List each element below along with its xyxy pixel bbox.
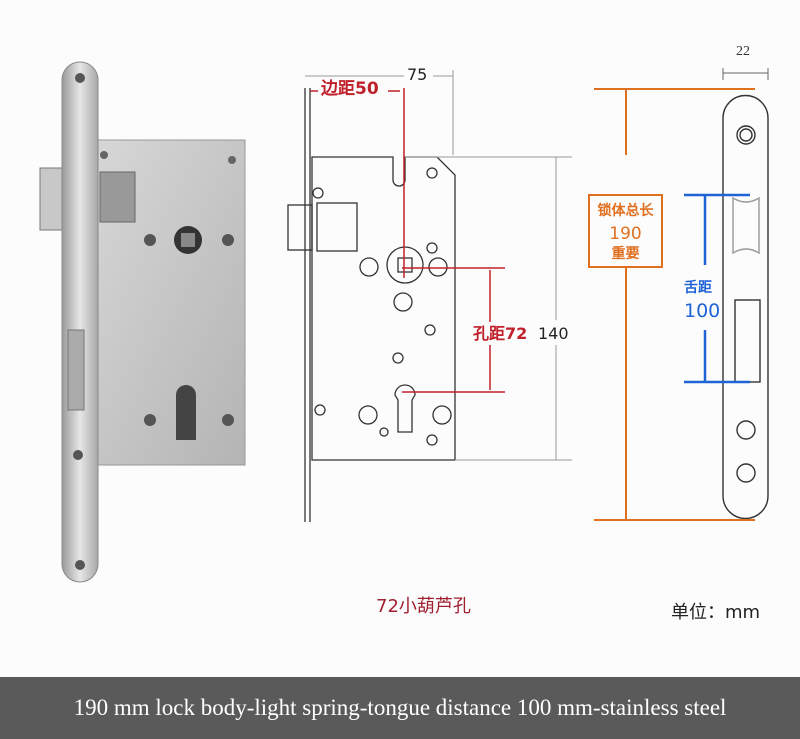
total-length-value: 190 <box>609 224 642 244</box>
backset-label: 边距50 <box>321 79 379 99</box>
total-length-note: 重要 <box>611 246 640 262</box>
width-label: 75 <box>407 65 428 84</box>
faceplate-drawing <box>722 94 769 520</box>
unit-label: 单位：mm <box>671 602 761 623</box>
cylinder-hole-label: 72小葫芦孔 <box>376 596 471 617</box>
height-label: 140 <box>538 324 569 343</box>
tongue-distance-title: 舌距 <box>684 280 712 296</box>
hole-distance-label: 孔距72 <box>473 324 528 343</box>
lock-drawing <box>287 88 456 522</box>
faceplate-width-label: 22 <box>736 44 750 59</box>
lock-photo <box>39 61 246 583</box>
tongue-distance-value: 100 <box>684 300 721 322</box>
total-length-title: 锁体总长 <box>597 203 654 219</box>
caption-bar: 190 mm lock body-light spring-tongue dis… <box>0 677 800 739</box>
